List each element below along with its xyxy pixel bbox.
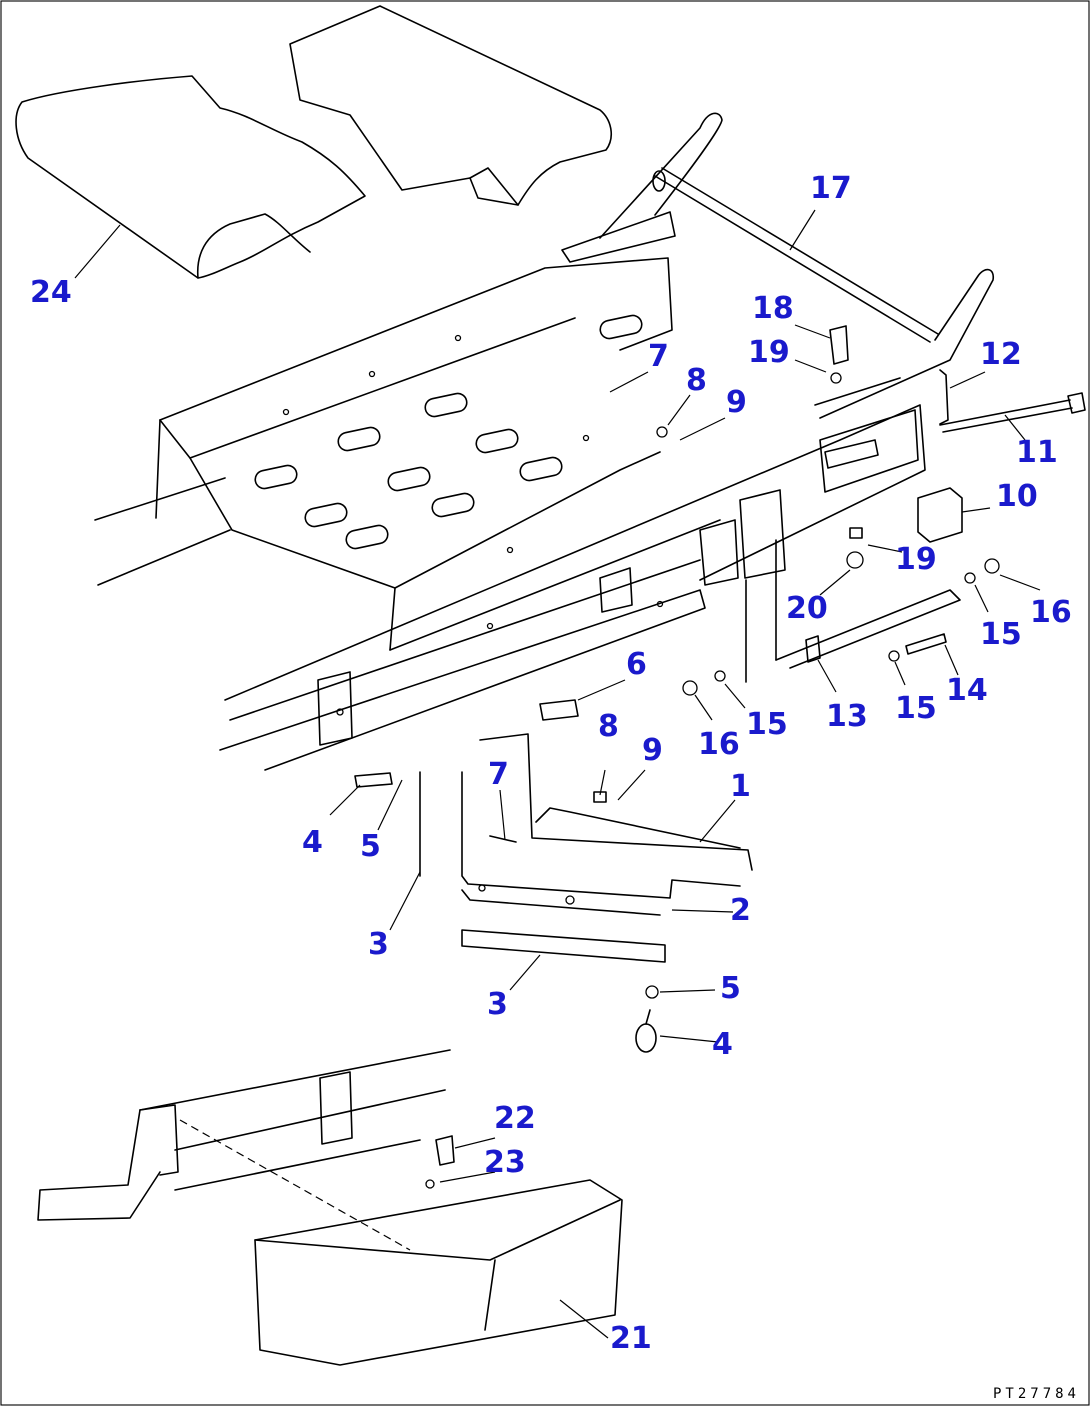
- callout-9-lower: 9: [642, 733, 663, 768]
- callout-leader-lines: [74, 209, 1041, 1339]
- callout-9-upper: 9: [726, 385, 747, 420]
- callout-3-left: 3: [368, 927, 389, 962]
- floor-frame-assembly: [94, 257, 926, 771]
- seat-cushion-part-24: [15, 5, 613, 279]
- callout-12: 12: [980, 337, 1022, 372]
- callout-8-lower: 8: [598, 709, 619, 744]
- callout-4-lower: 4: [712, 1027, 733, 1062]
- callout-1: 1: [730, 769, 751, 804]
- callout-24: 24: [30, 275, 72, 310]
- callout-2: 2: [730, 893, 751, 928]
- drawing-code: PT27784: [992, 1386, 1080, 1402]
- long-bolt-part-11: [939, 392, 1086, 433]
- callout-22: 22: [494, 1101, 536, 1136]
- callout-16-right: 16: [1030, 595, 1072, 630]
- callout-21: 21: [610, 1321, 652, 1356]
- callout-10: 10: [996, 479, 1038, 514]
- callout-14: 14: [946, 673, 988, 708]
- block-part-10: [917, 487, 963, 543]
- handrail-part-17: [561, 112, 995, 419]
- callout-19-upper: 19: [748, 335, 790, 370]
- callout-20: 20: [786, 591, 828, 626]
- fastener-hardware: [656, 325, 1000, 696]
- callout-23: 23: [484, 1145, 526, 1180]
- callout-15-left: 15: [746, 707, 788, 742]
- callout-3-lower: 3: [487, 987, 508, 1022]
- callout-16-left: 16: [698, 727, 740, 762]
- callout-5-upper: 5: [360, 829, 381, 864]
- lower-frame-and-cover-part-21: [37, 1049, 623, 1366]
- callout-8-upper: 8: [686, 363, 707, 398]
- bracket-part-12: [939, 369, 949, 425]
- step-assembly-parts-1-to-9: [354, 699, 753, 1053]
- callout-17: 17: [810, 171, 852, 206]
- callout-5-lower: 5: [720, 971, 741, 1006]
- callout-18: 18: [752, 291, 794, 326]
- callout-7-lower: 7: [488, 757, 509, 792]
- callout-6: 6: [626, 647, 647, 682]
- callout-13: 13: [826, 699, 868, 734]
- callout-4-upper: 4: [302, 825, 323, 860]
- callout-15-middle: 15: [895, 691, 937, 726]
- callout-11: 11: [1016, 435, 1058, 470]
- callout-19-lower: 19: [895, 542, 937, 577]
- callout-15-right: 15: [980, 617, 1022, 652]
- bracket-part-13: [745, 539, 961, 683]
- callout-7-upper: 7: [648, 339, 669, 374]
